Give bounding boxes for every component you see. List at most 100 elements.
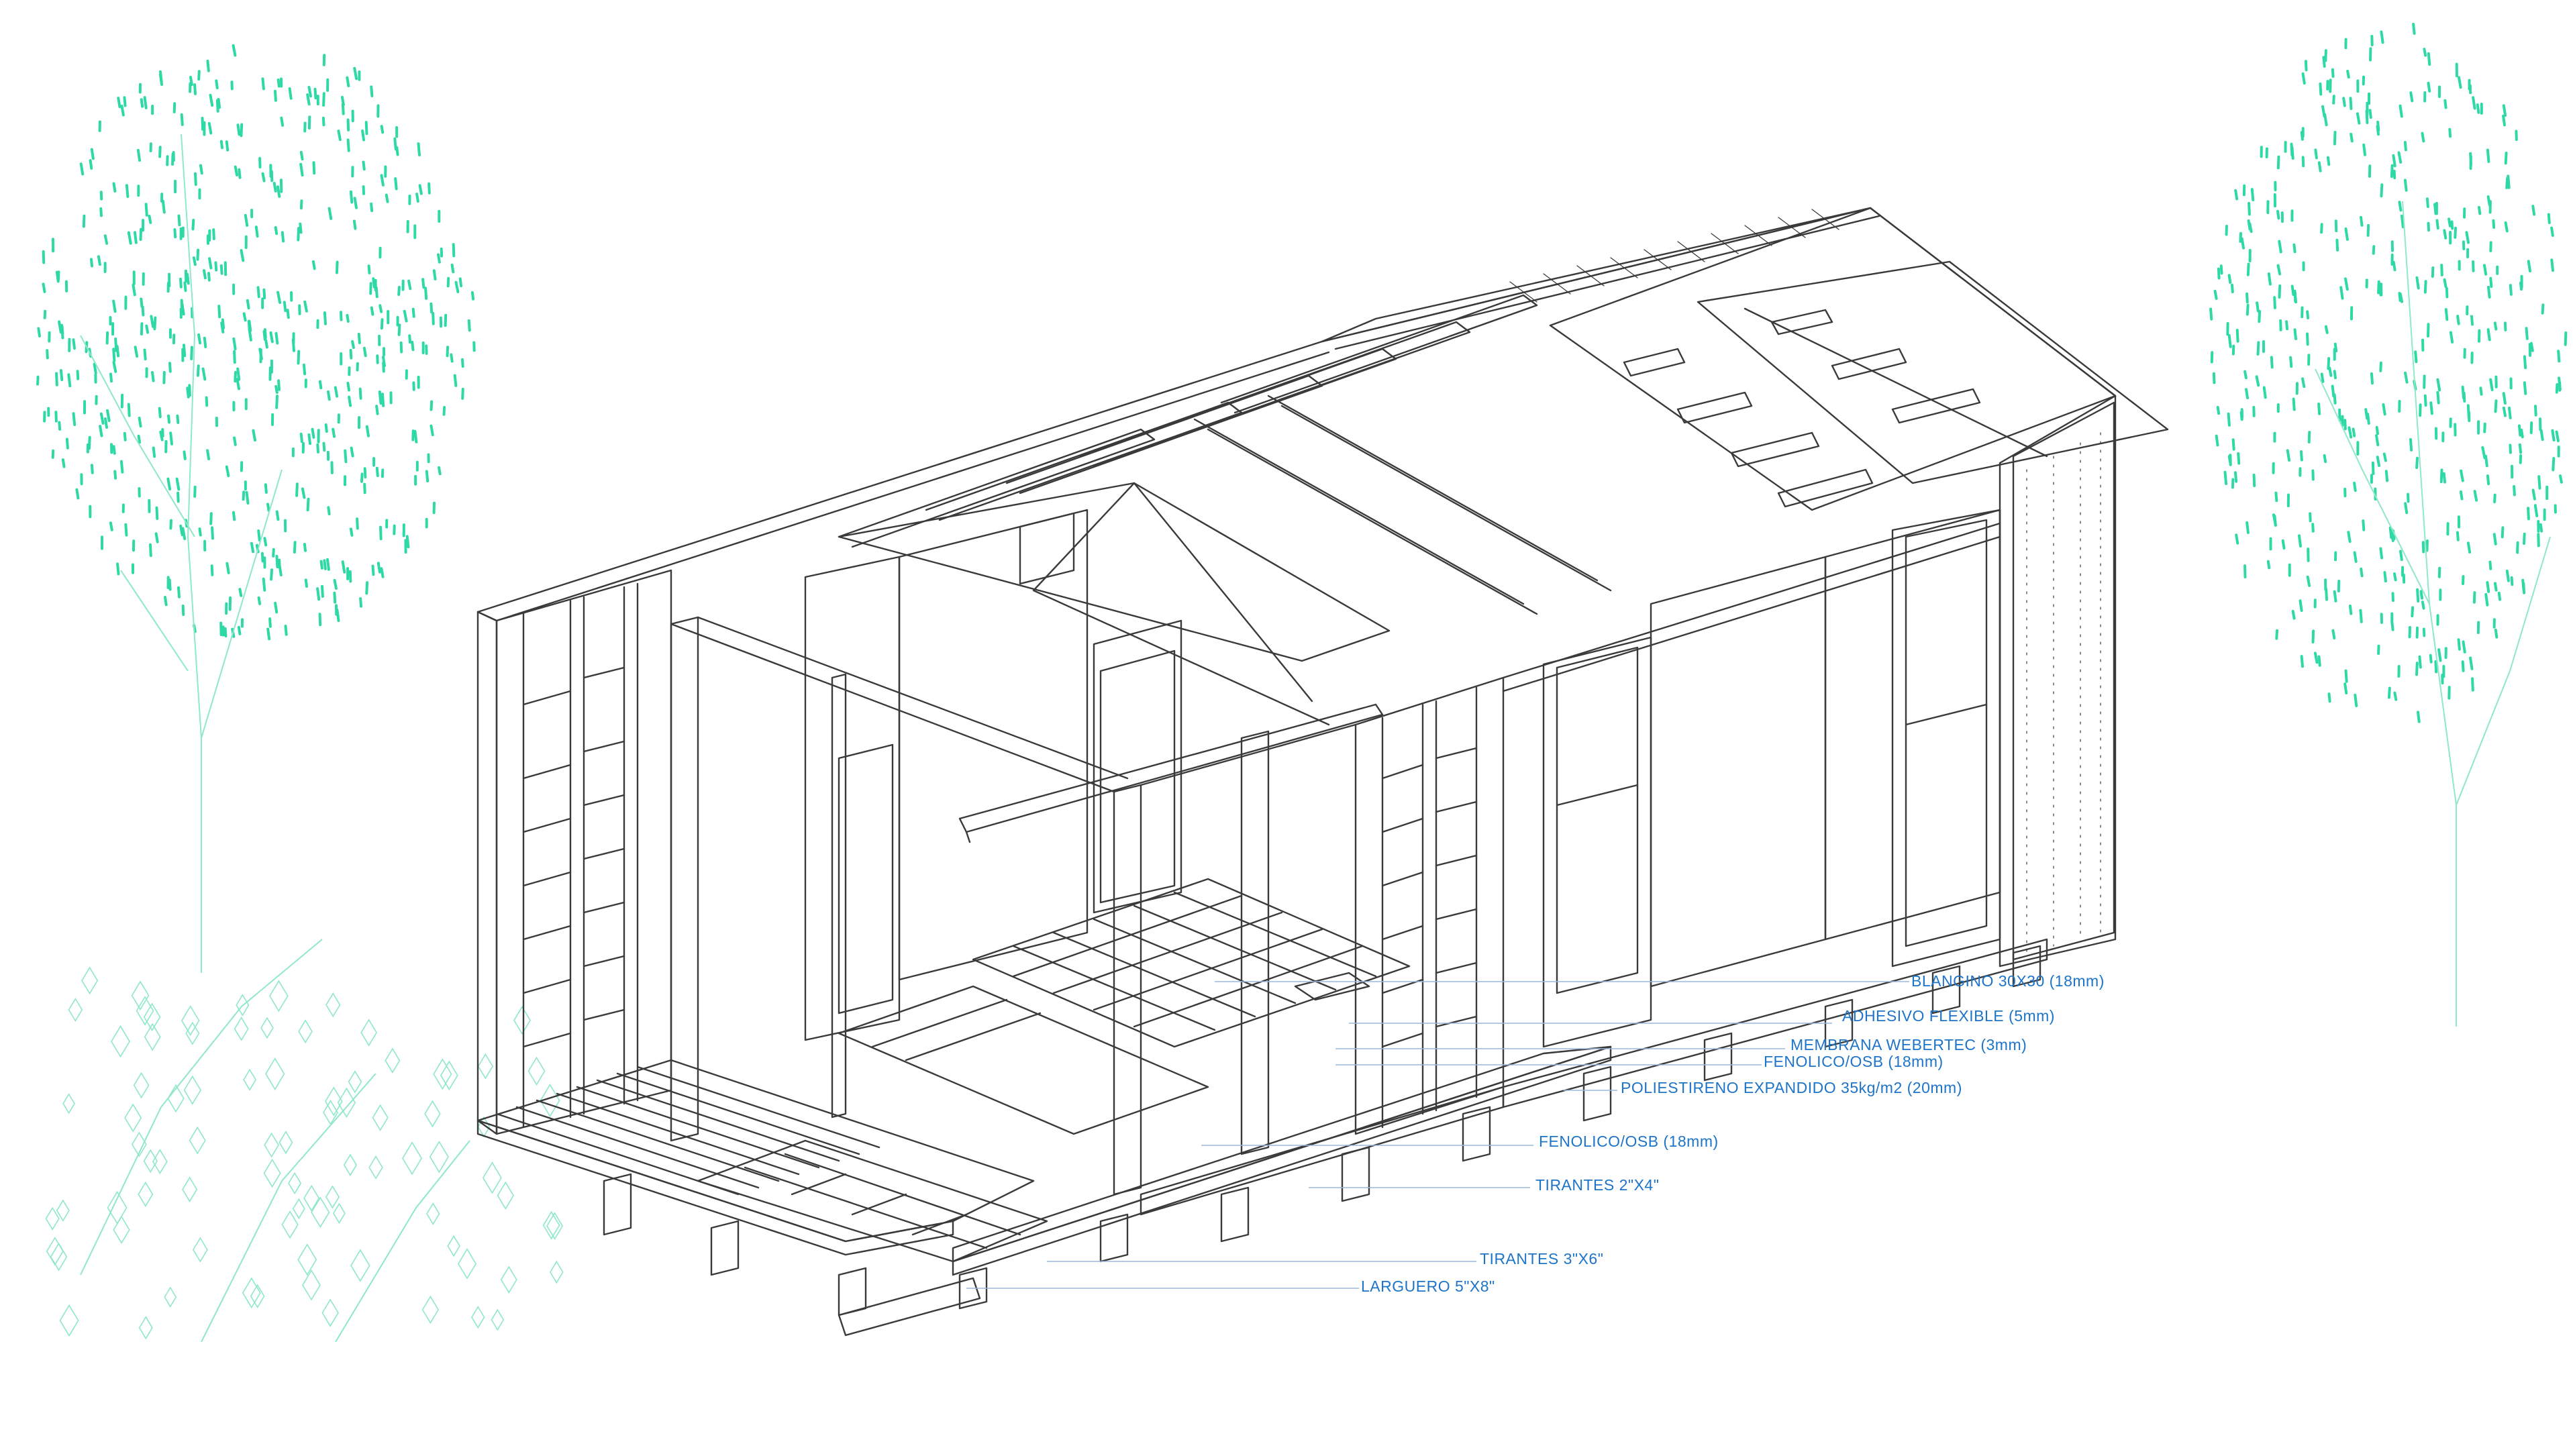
leaf-mark bbox=[248, 328, 252, 342]
leaf-mark bbox=[261, 172, 266, 183]
leaf-mark bbox=[112, 348, 116, 362]
leaf-mark bbox=[2462, 391, 2466, 403]
shrub-leaf bbox=[164, 1286, 177, 1308]
leaf-mark bbox=[2423, 394, 2427, 407]
leaf-mark bbox=[316, 587, 321, 601]
leaf-mark bbox=[2484, 592, 2489, 607]
shrub-leaf bbox=[265, 1057, 285, 1090]
leaf-mark bbox=[2517, 424, 2522, 437]
leaf-mark bbox=[349, 349, 353, 360]
leaf-mark bbox=[359, 597, 362, 608]
leaf-mark bbox=[238, 168, 242, 179]
leaf-mark bbox=[140, 297, 144, 308]
shrub-leaf bbox=[542, 1210, 560, 1240]
leaf-mark bbox=[2306, 310, 2310, 319]
leaf-mark bbox=[2531, 488, 2536, 501]
shrub-leaf bbox=[368, 1155, 383, 1180]
leaf-mark bbox=[286, 309, 290, 319]
leaf-mark bbox=[2246, 262, 2250, 276]
leaf-mark bbox=[194, 172, 197, 187]
leaf-mark bbox=[236, 378, 240, 391]
leaf-mark bbox=[2403, 141, 2407, 152]
leaf-mark bbox=[2377, 280, 2380, 295]
leaf-mark bbox=[233, 350, 236, 364]
leaf-mark bbox=[461, 358, 464, 368]
leaf-mark bbox=[2457, 638, 2461, 651]
leaf-mark bbox=[2529, 342, 2534, 352]
leaf-mark bbox=[2258, 310, 2262, 323]
leaf-mark bbox=[116, 562, 120, 576]
leaf-mark bbox=[2320, 223, 2323, 234]
leaf-mark bbox=[274, 601, 279, 614]
leaf-mark bbox=[2216, 406, 2221, 415]
shrub-leaf bbox=[292, 1198, 305, 1220]
porch-deck bbox=[476, 1045, 1612, 1276]
leaf-mark bbox=[2343, 682, 2348, 694]
leaf-mark bbox=[322, 92, 325, 107]
shrub-leaf bbox=[372, 1104, 389, 1131]
leaf-mark bbox=[172, 102, 176, 113]
leaf-mark bbox=[2459, 490, 2464, 501]
leaf-mark bbox=[446, 276, 450, 288]
leaf-mark bbox=[134, 346, 139, 358]
leaf-mark bbox=[288, 87, 293, 100]
leaf-mark bbox=[2333, 590, 2337, 603]
leaf-mark bbox=[2399, 293, 2404, 303]
leaf-mark bbox=[470, 291, 475, 301]
leaf-mark bbox=[2347, 531, 2352, 543]
leaf-mark bbox=[2504, 152, 2508, 165]
leaf-mark bbox=[370, 306, 374, 316]
leaf-mark bbox=[150, 315, 154, 328]
leaf-mark bbox=[2509, 444, 2512, 454]
leaf-mark bbox=[2505, 570, 2510, 582]
leaf-mark bbox=[2555, 430, 2560, 443]
leaf-mark bbox=[99, 412, 105, 425]
leaf-mark bbox=[2427, 323, 2430, 337]
leaf-mark bbox=[154, 532, 159, 543]
leaf-mark bbox=[322, 441, 326, 452]
leaf-mark bbox=[2219, 264, 2223, 275]
leaf-mark bbox=[2454, 226, 2457, 239]
leaf-mark bbox=[2273, 296, 2276, 309]
leaf-mark bbox=[272, 548, 275, 558]
shrub-leaf bbox=[491, 1308, 505, 1331]
callout-tirantes-2x4: TIRANTES 2"X4" bbox=[1535, 1176, 1660, 1194]
leaf-mark bbox=[2246, 292, 2249, 304]
leaf-mark bbox=[2423, 280, 2427, 294]
leaf-mark bbox=[2392, 169, 2397, 180]
leaf-mark bbox=[186, 386, 190, 399]
leaf-mark bbox=[327, 207, 333, 220]
leaf-mark bbox=[307, 433, 311, 446]
leaf-mark bbox=[2301, 72, 2306, 85]
leaf-mark bbox=[188, 384, 191, 397]
leaf-mark bbox=[2465, 231, 2470, 244]
leaf-mark bbox=[2527, 507, 2530, 521]
trunk-line bbox=[181, 134, 202, 973]
leaf-mark bbox=[311, 427, 315, 439]
leaf-mark bbox=[240, 123, 244, 138]
shrub-leaf bbox=[297, 1243, 317, 1276]
shrub-left bbox=[45, 939, 564, 1343]
leaf-mark bbox=[2398, 201, 2403, 212]
leaf-mark bbox=[132, 283, 136, 297]
leaf-mark bbox=[403, 309, 408, 323]
leaf-mark bbox=[2250, 188, 2255, 201]
leaf-mark bbox=[2493, 493, 2496, 504]
leaf-mark bbox=[2321, 105, 2326, 118]
leaf-mark bbox=[220, 321, 225, 333]
leaf-mark bbox=[376, 562, 381, 574]
leaf-mark bbox=[2483, 422, 2486, 433]
leaf-mark bbox=[266, 503, 270, 512]
shrub-leaf bbox=[279, 1131, 293, 1155]
leaf-mark bbox=[2493, 321, 2498, 331]
leaf-mark bbox=[2457, 76, 2462, 89]
leaf-mark bbox=[2419, 590, 2423, 600]
leaf-mark bbox=[97, 255, 101, 266]
leaf-mark bbox=[2539, 429, 2544, 441]
shrub-leaf bbox=[185, 1021, 200, 1045]
leaf-mark bbox=[370, 202, 374, 213]
leaf-mark bbox=[2437, 648, 2442, 662]
leaf-mark bbox=[258, 348, 263, 360]
leaf-mark bbox=[252, 429, 256, 441]
shrub-leaf bbox=[549, 1260, 564, 1284]
